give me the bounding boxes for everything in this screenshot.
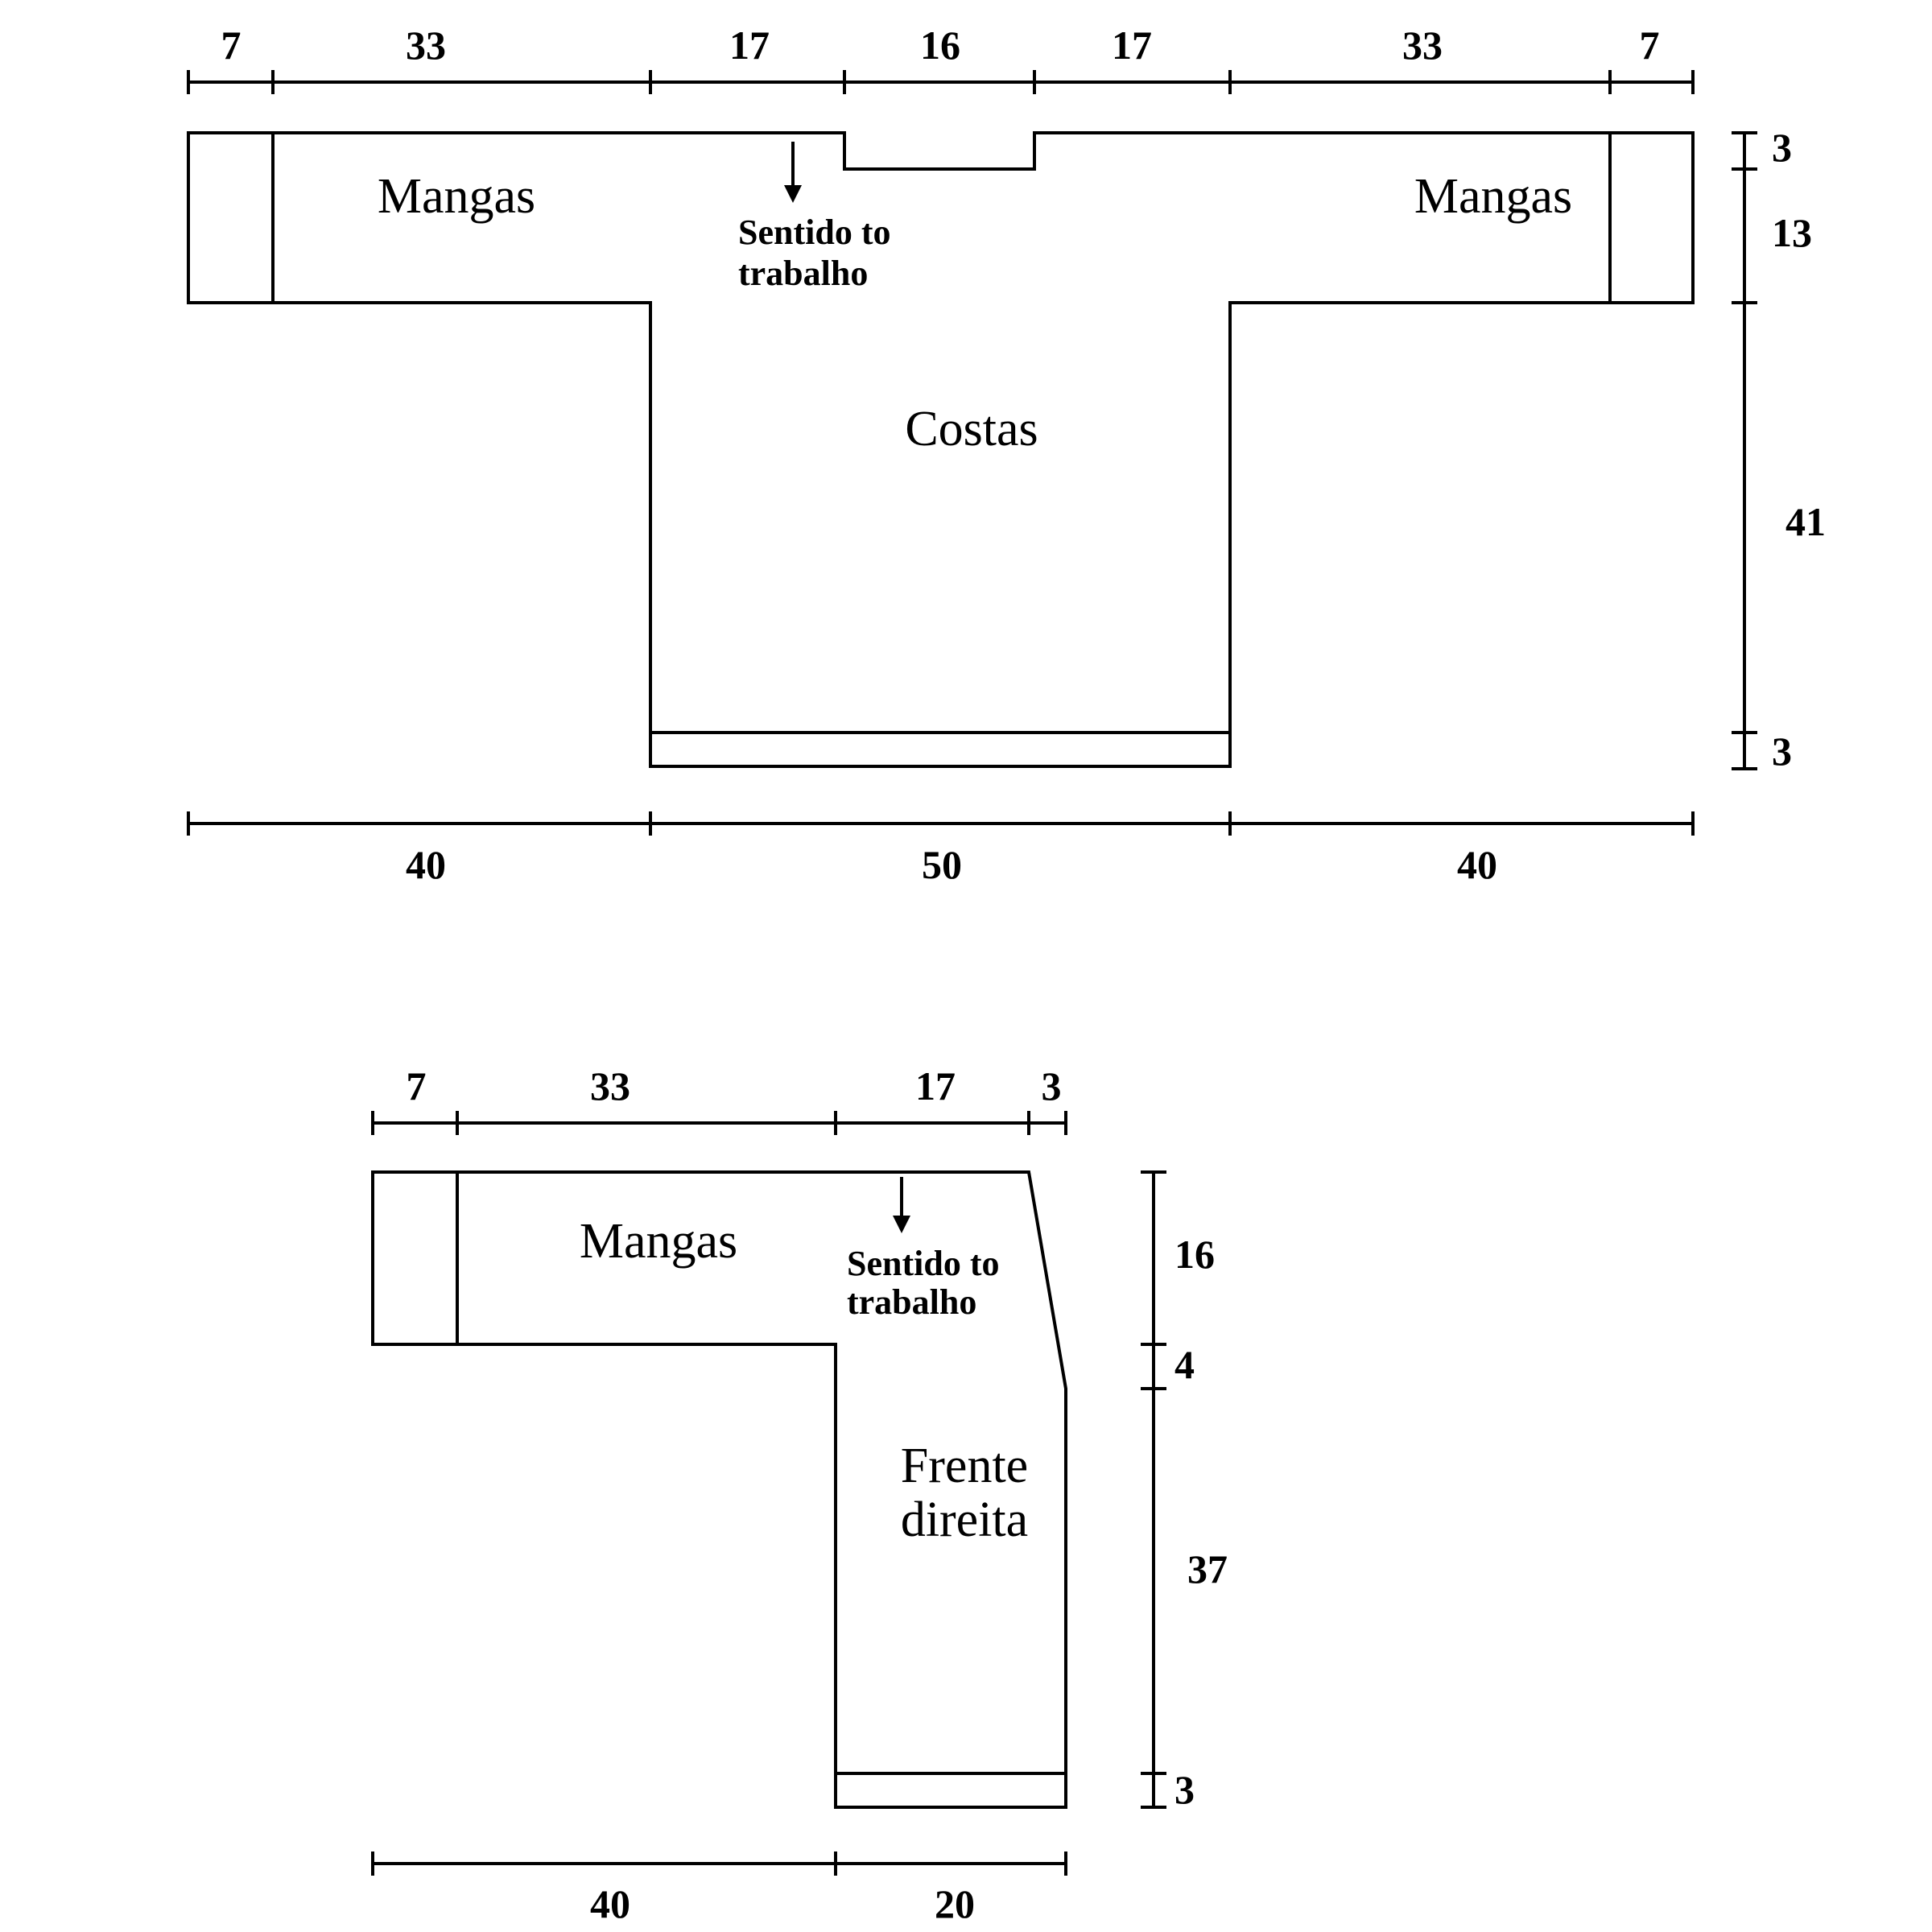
back-bottom-dimension: 40 50 40 [187, 811, 1695, 887]
front-bottom-dim-label: 40 [590, 1881, 630, 1926]
back-right-dim-label: 13 [1772, 210, 1812, 255]
back-top-dim-label: 17 [1112, 23, 1152, 68]
front-right-dim-label: 3 [1174, 1767, 1195, 1812]
front-right-dim-label: 4 [1174, 1342, 1195, 1387]
front-top-dim-label: 3 [1042, 1063, 1062, 1108]
left-sleeve-label: Mangas [378, 169, 535, 224]
front-body-label: Frente [901, 1439, 1028, 1493]
back-top-dim-label: 7 [221, 23, 242, 68]
back-top-dim-label: 17 [729, 23, 770, 68]
front-bottom-dimension: 40 20 [371, 1852, 1067, 1926]
back-direction-arrow-icon [784, 142, 802, 203]
front-body-label: direita [901, 1492, 1028, 1547]
front-direction-note: trabalho [847, 1282, 976, 1322]
back-right-dimension: 3 13 41 3 [1732, 125, 1826, 774]
front-direction-note: Sentido to [847, 1244, 999, 1283]
back-outline [187, 131, 1695, 768]
front-right-dim-label: 37 [1187, 1546, 1228, 1591]
front-piece: 7 33 17 3 Mangas Frente direita Sentido … [371, 1063, 1228, 1926]
right-sleeve-label: Mangas [1414, 169, 1572, 224]
front-top-dim-label: 7 [407, 1063, 427, 1108]
back-top-dim-label: 33 [406, 23, 446, 68]
front-right-dimension: 16 4 37 3 [1141, 1170, 1228, 1812]
front-outline [371, 1170, 1067, 1809]
back-bottom-dim-label: 50 [922, 842, 962, 887]
back-right-dim-label: 41 [1785, 499, 1826, 544]
back-right-dim-label: 3 [1772, 125, 1792, 170]
back-direction-note: Sentido to [738, 213, 890, 252]
back-top-dim-label: 16 [920, 23, 960, 68]
back-top-dimension: 7 33 17 16 17 33 7 [187, 23, 1695, 94]
back-right-dim-label: 3 [1772, 729, 1792, 774]
back-body-label: Costas [905, 402, 1038, 456]
back-direction-note: trabalho [738, 254, 868, 293]
back-piece: 7 33 17 16 17 33 7 Mangas Mangas Costas … [187, 23, 1826, 887]
front-direction-arrow-icon [893, 1177, 910, 1233]
back-bottom-dim-label: 40 [1457, 842, 1497, 887]
back-bottom-dim-label: 40 [406, 842, 446, 887]
front-right-dim-label: 16 [1174, 1232, 1215, 1277]
front-top-dimension: 7 33 17 3 [371, 1063, 1067, 1135]
front-top-dim-label: 33 [590, 1063, 630, 1108]
back-top-dim-label: 33 [1402, 23, 1443, 68]
front-bottom-dim-label: 20 [935, 1881, 975, 1926]
front-sleeve-label: Mangas [580, 1214, 737, 1269]
front-top-dim-label: 17 [915, 1063, 956, 1108]
back-top-dim-label: 7 [1640, 23, 1660, 68]
